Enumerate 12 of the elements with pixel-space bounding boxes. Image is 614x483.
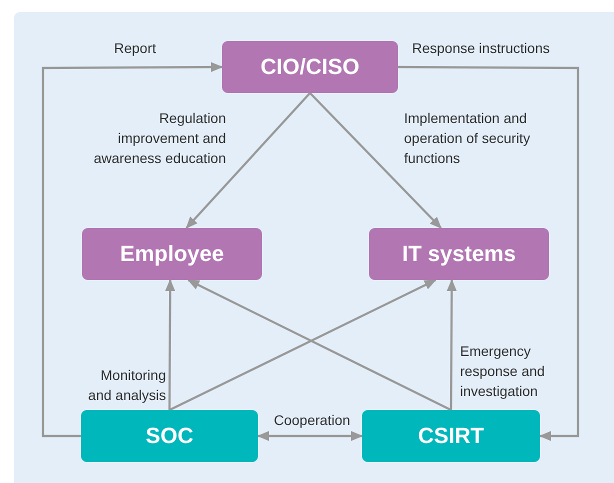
role-box: CSIRT [362, 410, 540, 462]
role-box: CIO/CISO [222, 41, 398, 93]
arrow [398, 66, 580, 441]
arrow [446, 279, 457, 410]
arrow [309, 92, 442, 229]
role-box: Employee [82, 228, 262, 280]
arrow [165, 279, 176, 410]
role-box: IT systems [369, 228, 549, 280]
arrow [257, 431, 363, 441]
arrow [186, 92, 311, 229]
arrow [42, 62, 223, 438]
role-box: SOC [81, 410, 258, 462]
